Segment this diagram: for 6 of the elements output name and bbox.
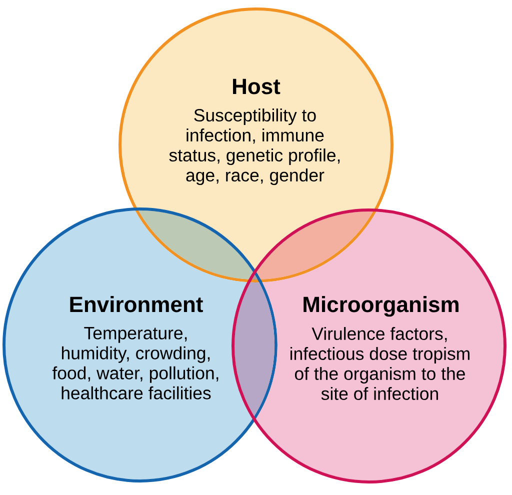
description-text: Virulence factors, infectious dose tropism of the organism to the site of infection: [290, 327, 470, 400]
description-text: Susceptibility to infection, immune status, genetic profile, age, race, gender: [169, 108, 340, 186]
heading: Host: [233, 78, 280, 94]
description-text: Temperature, humidity, crowding, food, water, pollution, healthcare facilities: [52, 327, 218, 400]
heading: Environment: [70, 296, 203, 312]
heading: Microorganism: [304, 296, 458, 317]
